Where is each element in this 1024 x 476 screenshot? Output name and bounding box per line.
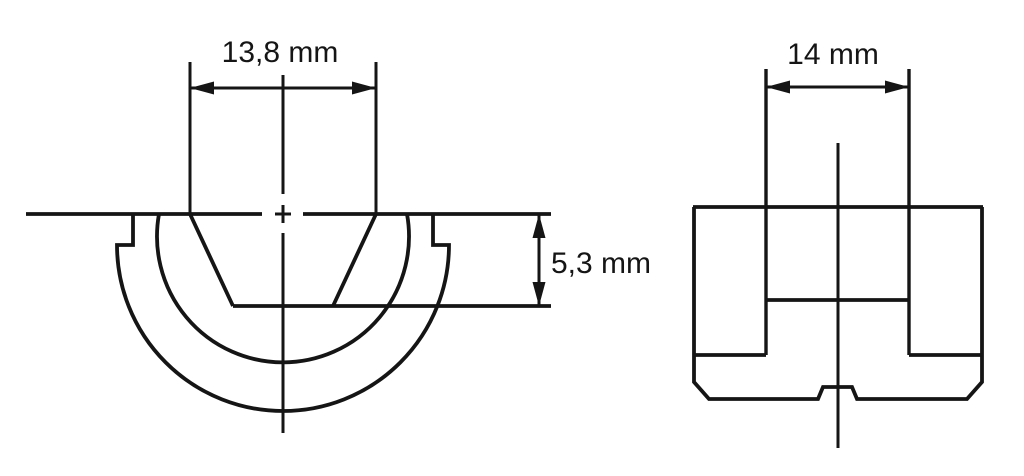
left-width-dimension: 13,8 mm: [188, 36, 378, 214]
left-drawing: 13,8 mm 5,3 mm: [26, 36, 651, 433]
right-width-dimension: 14 mm: [766, 38, 909, 94]
left-centerlines: [275, 75, 291, 433]
arrow-right-icon: [885, 80, 909, 94]
recess-taper-walls: [188, 213, 378, 307]
arrow-right-icon: [352, 81, 376, 95]
arrow-up-icon: [532, 214, 546, 238]
slot-wall-lines: [764, 69, 911, 355]
width-dimension-label: 14 mm: [787, 38, 879, 71]
left-object-lines: [26, 212, 551, 413]
right-drawing: 14 mm: [692, 38, 984, 448]
depth-dimension-label: 5,3 mm: [551, 247, 651, 280]
left-depth-dimension: 5,3 mm: [532, 214, 651, 306]
width-dimension-label: 13,8 mm: [222, 36, 339, 69]
arrow-left-icon: [190, 81, 214, 95]
arrow-left-icon: [766, 80, 790, 94]
arrow-down-icon: [532, 282, 546, 306]
